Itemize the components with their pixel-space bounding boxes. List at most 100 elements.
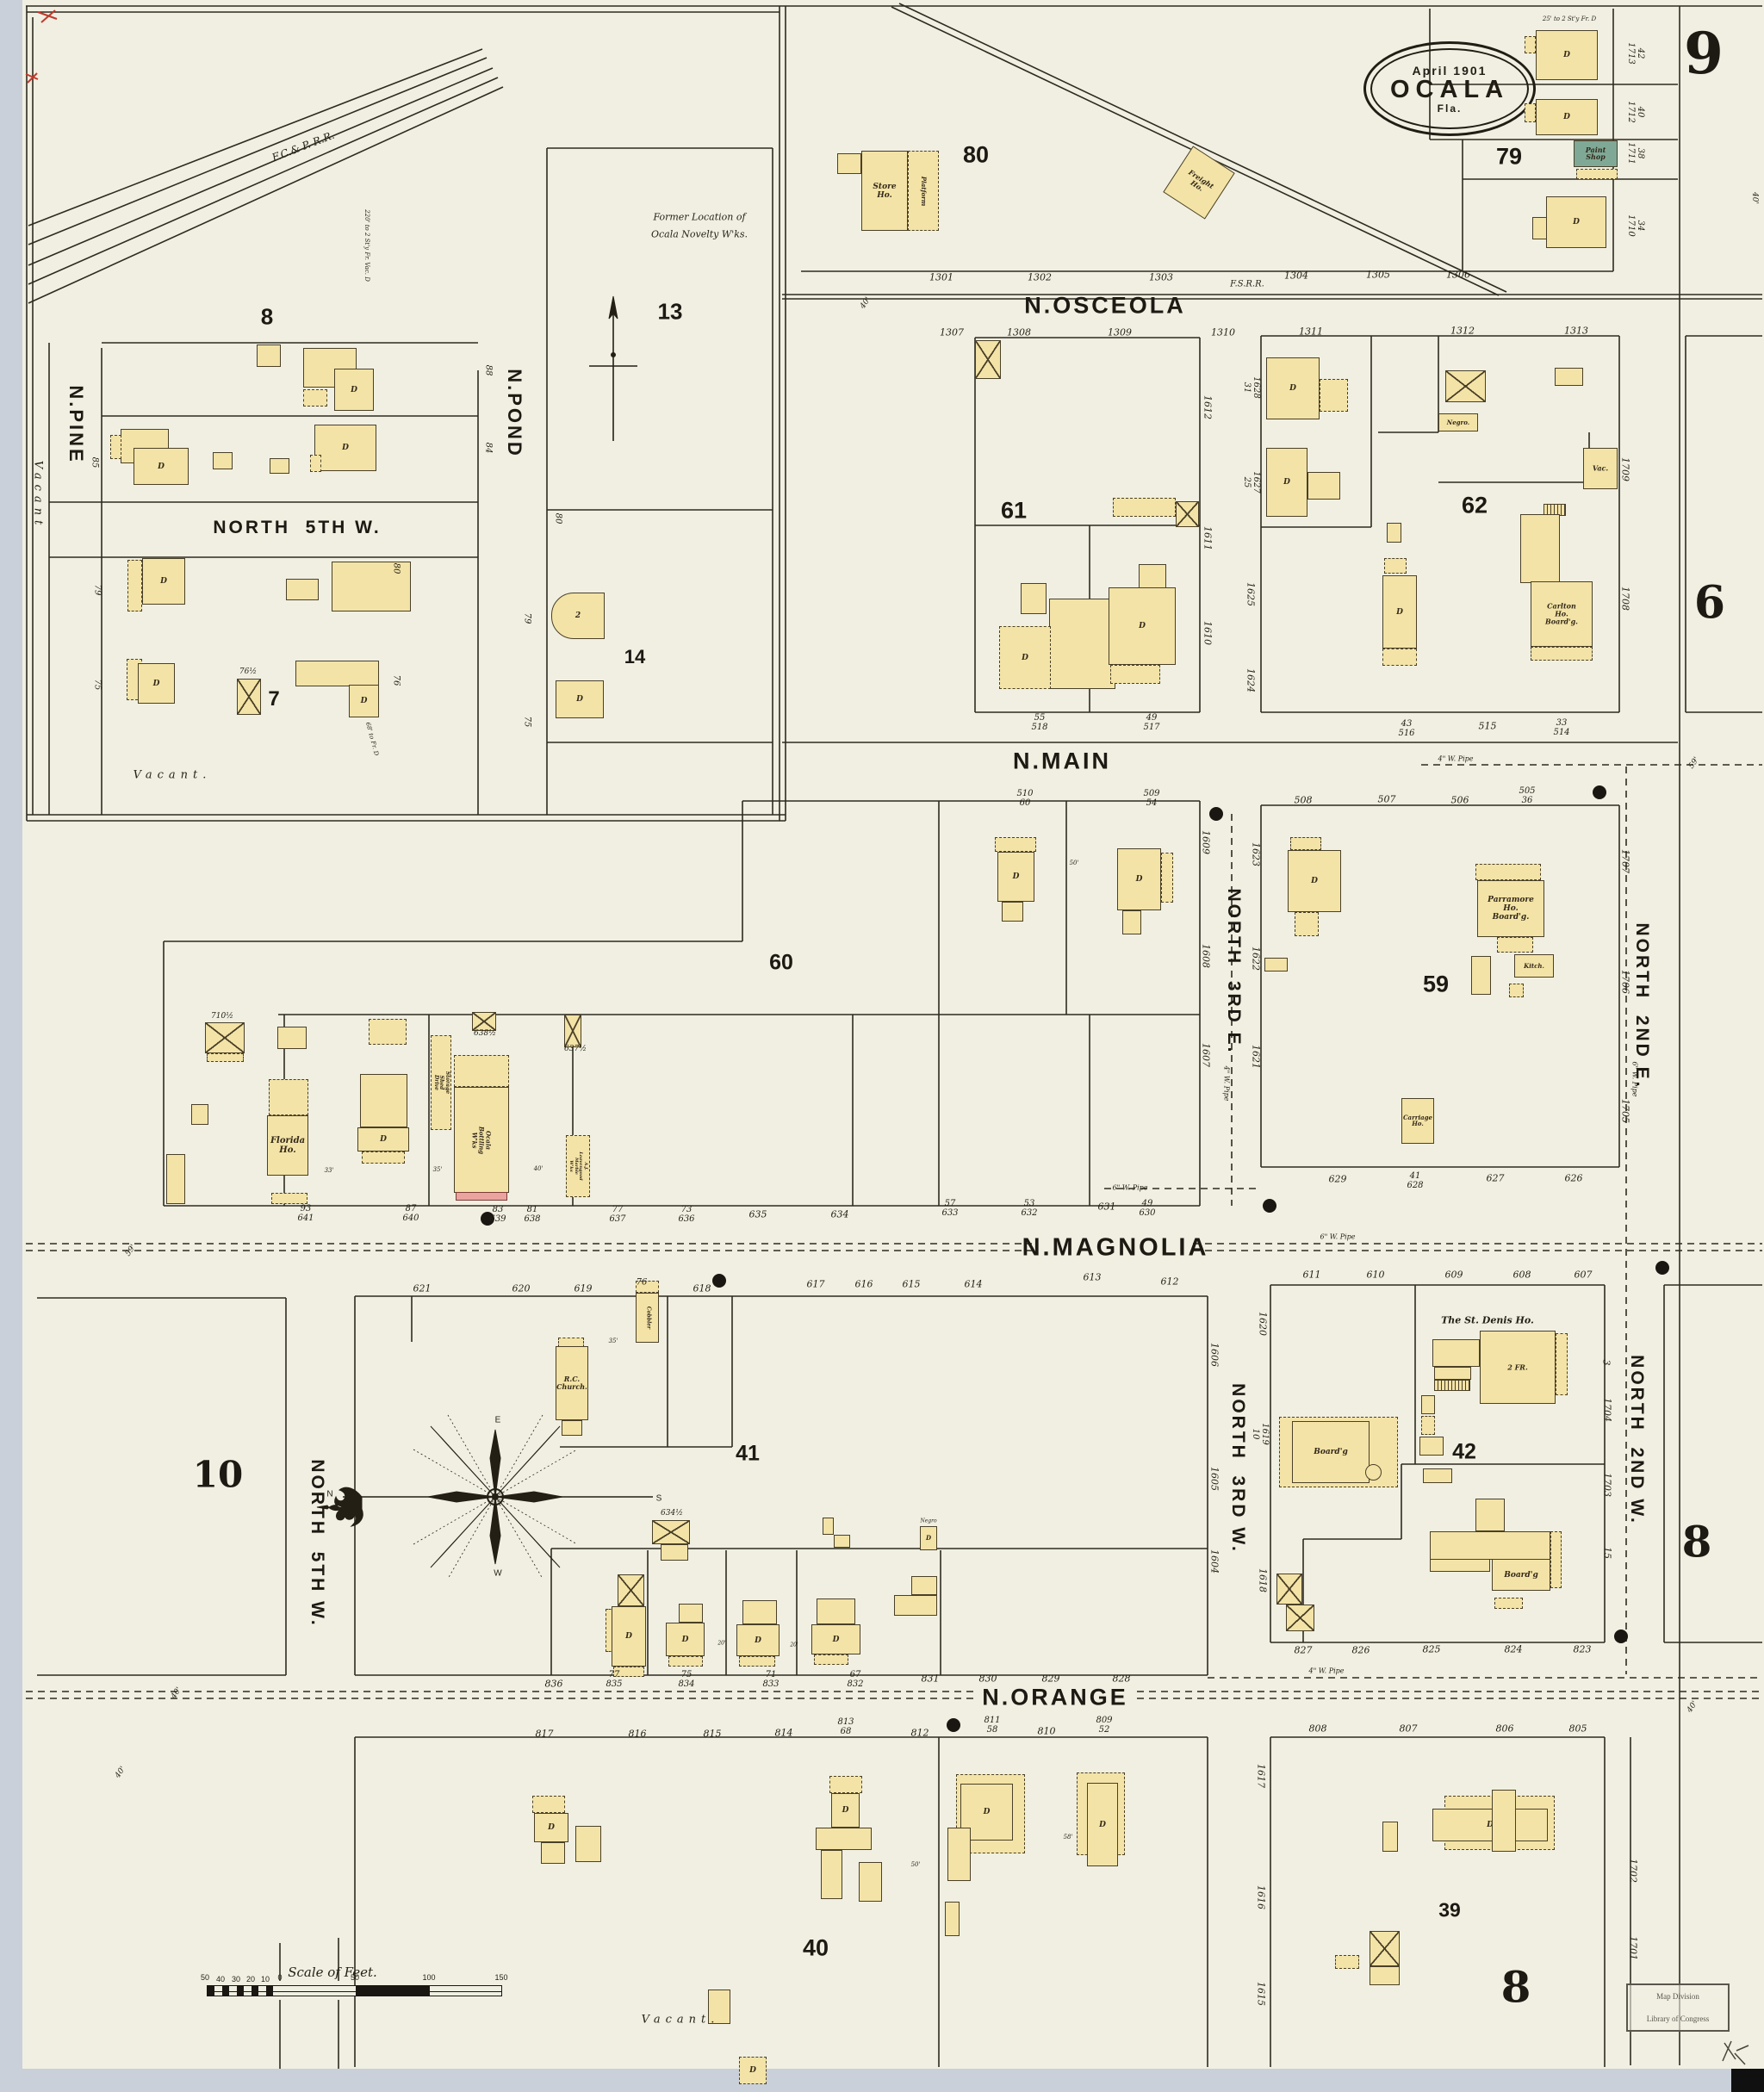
building-d: D: [612, 1606, 646, 1667]
building-a-j-leavengood-marble-w-ks: A.J. Leavengood Marble W'ks: [566, 1135, 590, 1197]
building-label: Storage Shed Drive: [432, 1071, 451, 1095]
lot-1701: 1701: [1627, 1936, 1639, 1960]
lot-40: 40': [1750, 192, 1759, 204]
big-6: 6: [1693, 576, 1726, 630]
building-d: D: [134, 448, 189, 485]
building-label: D: [548, 1822, 555, 1832]
street-n-osceola: N.OSCEOLA: [1024, 292, 1186, 319]
building: [1370, 1931, 1400, 1966]
building: [679, 1604, 703, 1623]
building: [1520, 514, 1560, 583]
lot-1707: 1707: [1619, 849, 1631, 873]
lot-84: 84: [483, 442, 494, 454]
street-n-magnolia: N.MAGNOLIA: [1022, 1233, 1209, 1262]
lot-1604: 1604: [1208, 1549, 1221, 1574]
building: [817, 1598, 855, 1624]
block-7: 7: [268, 687, 280, 711]
map-line: [28, 48, 483, 227]
building-label: D: [351, 385, 357, 394]
lot-607: 607: [1574, 1269, 1593, 1281]
building-d: D: [357, 1127, 409, 1152]
lot-40: 40': [533, 1165, 543, 1172]
lot-number-pair-42-1713: 42 1713: [1626, 42, 1645, 65]
bldname-the-st-denis-ho: The St. Denis Ho.: [1441, 1314, 1534, 1326]
building-d: D: [1087, 1783, 1118, 1866]
building: [1434, 1367, 1471, 1380]
ann-former-location-of: Former Location of: [653, 211, 746, 223]
lot-1612: 1612: [1202, 395, 1214, 419]
building-d: D: [1266, 357, 1320, 419]
building: [1531, 647, 1593, 661]
lot-836: 836: [544, 1678, 563, 1690]
lot-1302: 1302: [1028, 271, 1052, 283]
building: [303, 389, 327, 407]
lot-806: 806: [1495, 1723, 1514, 1735]
lot-612: 612: [1160, 1276, 1179, 1288]
building-label: Freight Ho.: [1187, 167, 1216, 193]
building: [362, 1152, 405, 1164]
lot-816: 816: [628, 1728, 647, 1740]
lot-634: 634: [830, 1208, 849, 1220]
lot-621: 621: [413, 1282, 432, 1294]
big-8: 8: [1681, 1516, 1712, 1567]
building-d: D: [1117, 848, 1161, 910]
building-label: D: [1012, 872, 1020, 881]
building-label: D: [1022, 653, 1028, 662]
lot-634: 634½: [661, 1509, 683, 1518]
lot-40: 40': [1685, 1699, 1700, 1715]
building-d: D: [999, 626, 1051, 689]
building-board-g: Board'g: [1492, 1559, 1550, 1591]
lot-827: 827: [1294, 1644, 1313, 1656]
lot-75: 75: [92, 679, 102, 691]
lot-1622: 1622: [1250, 947, 1262, 971]
building: [1475, 1499, 1505, 1531]
building-label: D: [152, 679, 160, 688]
stamp-line1: Map Division: [1656, 1992, 1699, 2001]
building-storage-shed-drive: Storage Shed Drive: [431, 1035, 451, 1130]
building-label: D: [749, 2065, 756, 2075]
building-label: D: [681, 1635, 689, 1644]
block-39: 39: [1438, 1898, 1461, 1921]
lot-35: 35': [608, 1338, 618, 1344]
lot-506: 506: [1450, 794, 1469, 806]
building-board-g: Board'g: [1292, 1421, 1370, 1483]
building: [834, 1535, 850, 1548]
lot-number-pair-1628-31: 1628 31: [1242, 376, 1261, 399]
building-label: R.C. Church.: [556, 1375, 587, 1391]
lot-808: 808: [1308, 1723, 1327, 1735]
lot-807: 807: [1399, 1723, 1418, 1735]
building: [1122, 910, 1141, 934]
lot-1303: 1303: [1149, 271, 1173, 283]
lot-number-pair-71-833: 71 833: [762, 1670, 780, 1689]
building-d: D: [1382, 575, 1417, 649]
lot-814: 814: [774, 1727, 793, 1739]
lot-1618: 1618: [1257, 1568, 1269, 1592]
building: [1276, 1574, 1302, 1605]
lot-1310: 1310: [1211, 326, 1235, 338]
lot-1313: 1313: [1564, 325, 1588, 337]
scale-s: S: [655, 1493, 662, 1504]
lot-515: 515: [1478, 720, 1497, 732]
building: [1286, 1605, 1314, 1631]
lot-1617: 1617: [1255, 1764, 1267, 1788]
building: [739, 1656, 775, 1667]
lot-1312: 1312: [1450, 325, 1475, 337]
building-d: D: [1536, 30, 1598, 80]
building-florida-ho: Florida Ho.: [267, 1115, 308, 1176]
block-14: 14: [624, 646, 646, 667]
lot-79: 79: [92, 584, 102, 596]
ann-negro: Negro: [920, 1518, 937, 1524]
lot-609: 609: [1444, 1269, 1463, 1281]
building-carriage-ho: Carriage Ho.: [1401, 1098, 1434, 1144]
lot-507: 507: [1377, 793, 1396, 805]
lot-59: 59': [123, 1243, 139, 1258]
building: [295, 661, 379, 686]
lot-830: 830: [978, 1673, 997, 1685]
lot-810: 810: [1037, 1725, 1056, 1737]
scale-30: 30: [231, 1975, 241, 1983]
lot-631: 631: [1097, 1201, 1116, 1213]
lot-3: 3: [1600, 1359, 1612, 1366]
lot-1606: 1606: [1208, 1343, 1221, 1367]
building: [1434, 1380, 1470, 1391]
building-d: D: [138, 663, 175, 704]
